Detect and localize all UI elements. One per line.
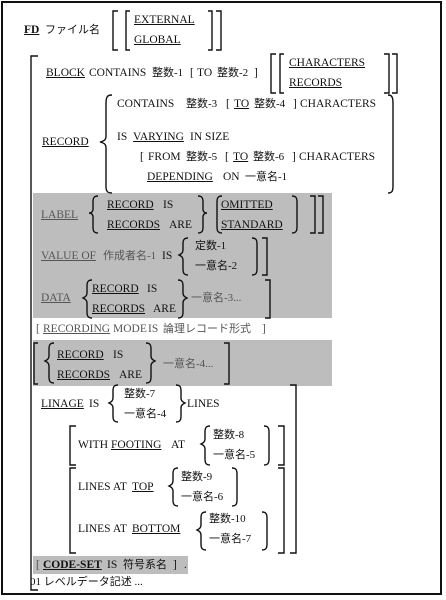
obsolete-shade-codeset [33,556,188,574]
data-are: ARE [153,303,176,315]
recording-lb: [ [36,323,40,335]
value-name2: 一意名-2 [195,260,238,272]
recording-format: 論理レコード形式 [163,323,251,335]
block-characters: CHARACTERS [289,57,366,69]
fd-file-name: ファイル名 [45,24,100,36]
linage-name4: 一意名-4 [124,408,167,420]
recording-is: IS [148,323,159,335]
value-is: IS [162,250,173,262]
bottom-name7: 一意名-7 [209,533,252,545]
linage-is: IS [89,398,100,410]
footing-keyword: FOOTING [111,439,162,451]
block-to: TO [197,67,213,79]
codeset-rb: ] [173,559,177,571]
record-in-size: IN SIZE [190,131,230,143]
data-records: RECORDS [92,303,146,315]
record-lb1: [ [226,98,230,110]
label-omitted: OMITTED [221,199,273,211]
codeset-name: 符号系名 [123,559,167,571]
bottom-int10: 整数-10 [209,513,246,525]
footing-with: WITH [78,439,109,451]
bottom-keyword: BOTTOM [132,523,181,535]
rec2-are: ARE [119,369,142,381]
fd-external: EXTERNAL [134,14,195,26]
label-are: ARE [169,219,192,231]
data-keyword: DATA [41,292,71,304]
rec2-record: RECORD [57,349,104,361]
bottom-lines-at: LINES AT [78,523,127,535]
label-standard: STANDARD [221,219,283,231]
linage-keyword: LINAGE [41,398,84,410]
footing-int8: 整数-8 [213,429,245,441]
rec2-name4: 一意名-4... [163,358,214,370]
label-is: IS [163,199,174,211]
block-int2: 整数-2 [217,67,249,79]
block-records: RECORDS [289,77,343,89]
record-characters1: CHARACTERS [300,98,377,110]
codeset-dot: . [184,559,187,571]
recording-mode: MODE [113,323,147,335]
data-name3: 一意名-3... [191,292,242,304]
codeset-lb: [ [36,559,40,571]
record-on: ON [223,171,240,183]
fd-keyword: FD [24,24,40,36]
linage-lines: LINES [187,398,220,410]
record-to: TO [234,98,250,110]
record-varying: VARYING [133,131,184,143]
codeset-keyword: CODE-SET [43,559,102,571]
top-keyword: TOP [132,481,154,493]
recording-keyword: RECORDING [43,323,111,335]
block-keyword: BLOCK [46,67,85,79]
value-author: 作成者名-1 [103,250,157,262]
value-of-keyword: VALUE OF [41,250,97,262]
footing-name5: 一意名-5 [213,449,256,461]
top-int9: 整数-9 [181,471,213,483]
rec2-records: RECORDS [57,369,111,381]
block-int1: 整数-1 [152,67,184,79]
top-lines-at: LINES AT [78,481,127,493]
record-characters2: CHARACTERS [299,151,376,163]
rec2-is: IS [113,349,124,361]
obsolete-shade-record [33,340,332,386]
block-contains: CONTAINS [89,67,147,79]
record-name1: 一意名-1 [245,171,288,183]
footing-at: AT [171,439,186,451]
record-rb1: ] [293,98,297,110]
record-lb3: [ [225,151,229,163]
top-name6: 一意名-6 [181,491,224,503]
record-from: FROM [148,151,181,163]
record-contains: CONTAINS [117,98,175,110]
record-int6: 整数-6 [253,151,285,163]
page-frame [1,1,442,595]
block-to-close: ] [254,67,258,79]
recording-rb: ] [262,323,266,335]
obsolete-shade-label-data [33,193,332,318]
data-is: IS [147,283,158,295]
record-int3: 整数-3 [186,98,218,110]
label-record: RECORD [107,199,154,211]
linage-int7: 整数-7 [124,388,156,400]
record-int5: 整数-5 [186,151,218,163]
level-01-description: 01 レベルデータ記述 ... [30,576,143,588]
record-int4: 整数-4 [254,98,286,110]
record-to2: TO [233,151,249,163]
value-constant: 定数-1 [195,240,227,252]
record-depending: DEPENDING [147,171,213,183]
record-rb3: ] [292,151,296,163]
data-record: RECORD [92,283,139,295]
block-to-open: [ [190,67,194,79]
label-records: RECORDS [107,219,161,231]
record-lb2: [ [140,151,144,163]
record-is: IS [117,131,128,143]
codeset-is: IS [107,559,118,571]
fd-global: GLOBAL [134,34,181,46]
label-keyword: LABEL [41,209,79,221]
record-keyword: RECORD [42,136,89,148]
